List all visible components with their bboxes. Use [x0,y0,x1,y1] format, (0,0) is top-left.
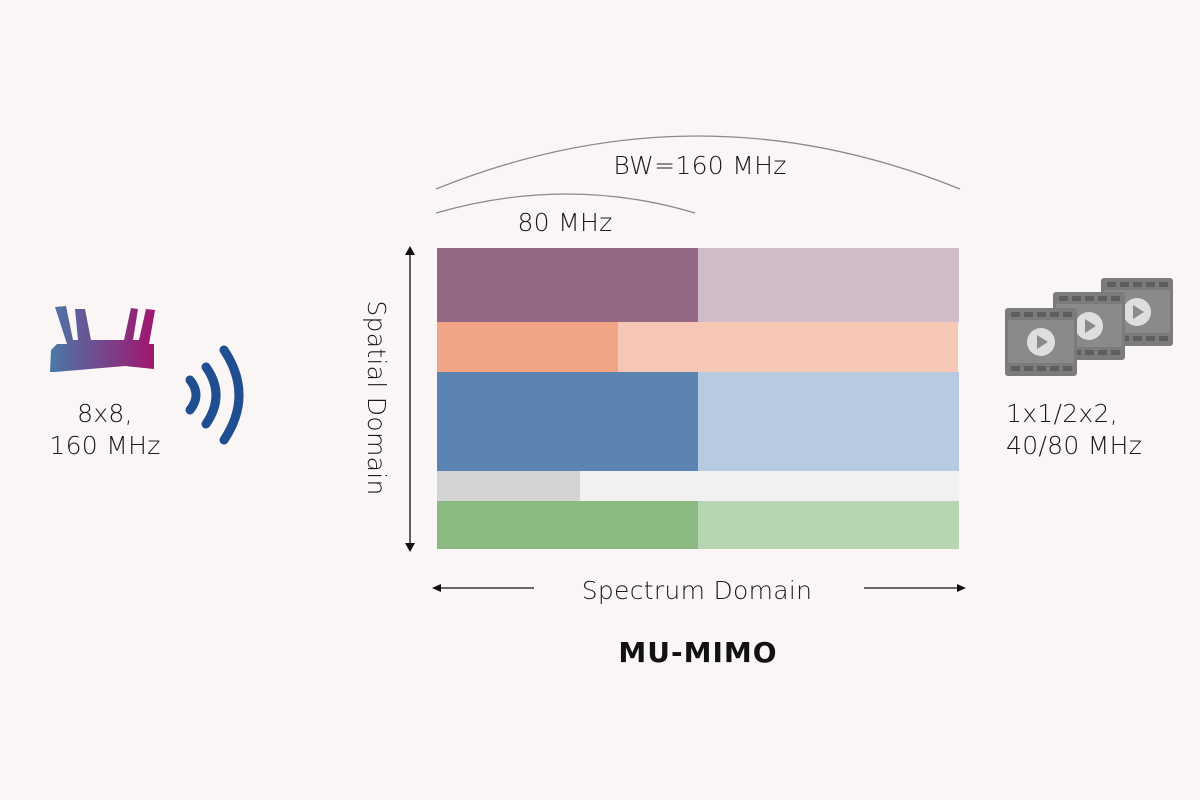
grid-segment-user-5-1 [437,501,698,549]
bw-total-label: BW=160 MHz [613,151,787,180]
grid-row-user-2 [437,322,958,372]
grid-row-user-3 [437,372,959,471]
grid-segment-user-4-2 [580,471,958,501]
grid-segment-user-2-1 [437,322,618,372]
grid-row-user-5 [437,501,959,549]
video-clip-icon [1005,308,1077,376]
grid-segment-user-1-2 [698,248,959,322]
access-point-streams: 8x8, [77,399,133,428]
grid-row-user-4 [437,471,958,501]
grid-segment-user-5-2 [698,501,959,549]
access-point-label: 8x8, 160 MHz [20,398,190,462]
spectrum-axis-label: Spectrum Domain [581,576,813,605]
diagram-title: MU-MIMO [618,636,778,669]
bw-80-arc [435,193,696,214]
grid-segment-user-1-1 [437,248,698,322]
wifi-signal-icon [185,345,244,445]
grid-segment-user-4-1 [437,471,580,501]
access-point-bandwidth: 160 MHz [49,431,161,460]
grid-segment-user-2-2 [618,322,958,372]
spatial-axis-arrow [405,246,415,552]
client-label: 1x1/2x2, 40/80 MHz [1006,398,1196,462]
client-bandwidth: 40/80 MHz [1006,431,1143,460]
grid-row-user-1 [437,248,959,322]
resource-grid [437,248,959,549]
router-icon [50,306,155,372]
spectrum-axis-arrow [432,584,966,592]
bandwidth-arcs [435,135,961,214]
bw-half-label: 80 MHz [517,208,613,237]
spatial-axis-label: Spatial Domain [362,300,391,496]
grid-segment-user-3-1 [437,372,698,471]
client-streams: 1x1/2x2, [1006,399,1118,428]
grid-segment-user-3-2 [698,372,959,471]
bw-160-arc [435,135,961,190]
video-clip-stack-icon [1005,278,1173,376]
